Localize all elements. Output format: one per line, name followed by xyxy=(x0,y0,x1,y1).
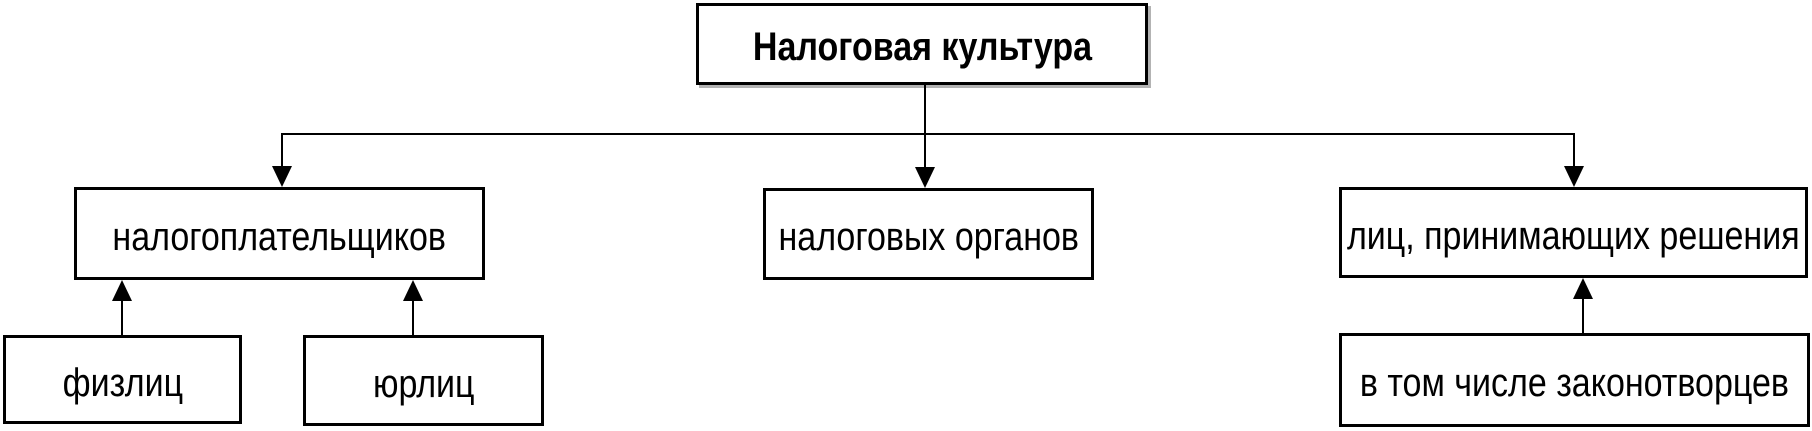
node-decision-makers-label: лиц, принимающих решения xyxy=(1347,213,1800,258)
node-individuals-label: физлиц xyxy=(62,360,183,405)
connector-individuals-up xyxy=(121,298,123,335)
connector-left-drop xyxy=(281,133,283,169)
arrowhead-to-decision-makers-icon xyxy=(1564,166,1584,187)
node-individuals: физлиц xyxy=(3,335,242,424)
arrowhead-from-individuals-icon xyxy=(112,280,132,301)
node-tax-authorities: налоговых органов xyxy=(763,188,1094,280)
node-taxpayers-label: налогоплательщиков xyxy=(112,214,447,259)
arrowhead-to-taxpayers-icon xyxy=(272,166,292,187)
arrowhead-from-legal-entities-icon xyxy=(403,280,423,301)
connector-bus-horizontal xyxy=(281,133,1575,135)
node-tax-authorities-label: налоговых органов xyxy=(778,215,1079,259)
arrowhead-from-lawmakers-icon xyxy=(1573,278,1593,299)
node-tax-culture: Налоговая культура xyxy=(696,3,1148,85)
arrowhead-to-tax-authorities-icon xyxy=(915,167,935,188)
node-decision-makers: лиц, принимающих решения xyxy=(1339,187,1808,278)
node-legal-entities-label: юрлиц xyxy=(372,361,475,406)
connector-lawmakers-up xyxy=(1582,296,1584,333)
connector-legal-entities-up xyxy=(412,298,414,335)
connector-right-drop xyxy=(1573,133,1575,169)
connector-trunk-vertical xyxy=(924,85,926,169)
node-taxpayers: налогоплательщиков xyxy=(74,187,485,280)
node-legal-entities: юрлиц xyxy=(303,335,544,426)
node-lawmakers-label: в том числе законотворцев xyxy=(1359,361,1790,405)
node-tax-culture-label: Налоговая культура xyxy=(752,25,1092,69)
node-lawmakers: в том числе законотворцев xyxy=(1339,333,1810,427)
